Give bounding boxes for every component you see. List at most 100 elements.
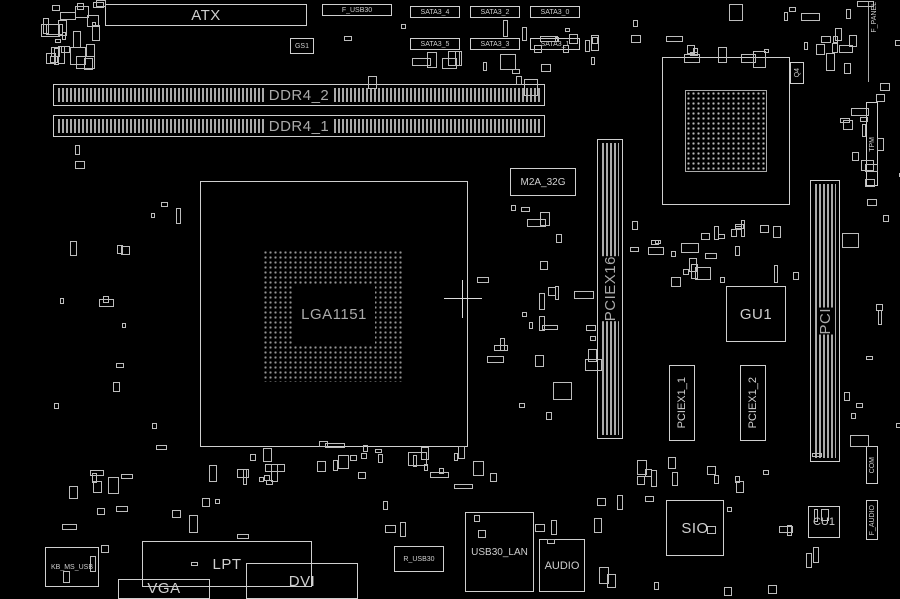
cpu-socket: LGA1151 xyxy=(200,181,468,447)
smd-pad xyxy=(555,233,562,243)
smd-pad xyxy=(665,35,684,43)
smd-pad xyxy=(529,321,534,330)
pciex1-2-slot: PCIEX1_2 xyxy=(740,365,766,441)
smd-pad xyxy=(670,276,681,288)
smd-pad xyxy=(54,403,59,409)
smd-pad xyxy=(705,252,718,260)
smd-pad xyxy=(812,546,820,563)
smd-pad xyxy=(719,276,726,284)
smd-pad xyxy=(683,269,690,276)
smd-pad xyxy=(236,469,249,478)
smd-pad xyxy=(412,58,432,67)
smd-pad xyxy=(562,45,569,53)
smd-pad xyxy=(783,12,788,21)
smd-pad xyxy=(542,324,558,331)
smd-pad xyxy=(92,472,97,483)
smd-pad xyxy=(316,461,326,472)
smd-pad xyxy=(263,448,272,462)
smd-pad xyxy=(713,474,720,484)
smd-pad xyxy=(499,54,516,70)
smd-pad xyxy=(442,58,457,69)
smd-pad xyxy=(176,207,181,224)
smd-pad xyxy=(862,123,867,137)
pciex1-1-label: PCIEX1_1 xyxy=(676,377,688,429)
smd-pad xyxy=(116,362,124,368)
smd-pad xyxy=(713,225,719,241)
smd-pad xyxy=(741,220,746,238)
smd-pad xyxy=(189,514,198,533)
smd-pad xyxy=(671,471,678,486)
smd-pad xyxy=(534,524,545,533)
smd-pad xyxy=(208,464,217,483)
smd-pad xyxy=(546,412,552,420)
smd-pad xyxy=(476,277,489,283)
vga-connector: VGA xyxy=(118,579,210,599)
smd-pad xyxy=(338,454,349,470)
smd-pad xyxy=(671,251,677,257)
smd-pad xyxy=(894,40,900,46)
smd-pad xyxy=(787,525,793,536)
smd-pad xyxy=(540,211,551,226)
smd-pad xyxy=(538,292,545,310)
smd-pad xyxy=(686,45,696,54)
smd-pad xyxy=(96,0,106,7)
smd-pad xyxy=(846,9,851,20)
smd-pad xyxy=(502,20,508,38)
smd-pad xyxy=(631,34,641,44)
smd-pad xyxy=(637,460,647,476)
f-usb30-header: F_USB30 xyxy=(322,4,392,16)
smd-pad xyxy=(63,570,70,584)
smd-pad xyxy=(45,24,64,35)
smd-pad xyxy=(539,261,549,270)
smd-pad xyxy=(585,39,591,53)
sata-port-0: SATA3_0 xyxy=(530,6,580,18)
smd-pad xyxy=(86,43,95,57)
kb-ms-usb-label: KB_MS_USB xyxy=(50,563,94,571)
smd-pad xyxy=(688,257,698,272)
smd-pad xyxy=(70,47,87,65)
smd-pad xyxy=(816,44,826,55)
smd-pad xyxy=(249,453,256,461)
smd-pad xyxy=(215,499,221,504)
sata-port-3: SATA3_3 xyxy=(470,38,520,50)
smd-pad xyxy=(375,449,383,454)
smd-pad xyxy=(75,5,90,19)
sata-label: SATA3_4 xyxy=(420,8,450,16)
smd-pad xyxy=(788,6,797,13)
smd-pad xyxy=(596,498,607,506)
ddr4-2-slot: DDR4_2 xyxy=(53,84,545,106)
m2-label: M2A_32G xyxy=(520,176,566,188)
smd-pad xyxy=(454,50,461,66)
smd-pad xyxy=(565,27,571,32)
smd-pad xyxy=(632,20,638,27)
smd-pad xyxy=(584,358,603,372)
smd-pad xyxy=(855,402,863,409)
smd-pad xyxy=(378,453,384,463)
smd-pad xyxy=(97,508,105,515)
pciex1-1-slot: PCIEX1_1 xyxy=(669,365,695,441)
smd-pad xyxy=(318,440,328,447)
com-header: COM xyxy=(866,446,878,484)
smd-pad xyxy=(112,381,120,392)
smd-pad xyxy=(333,460,339,471)
smd-pad xyxy=(650,470,658,488)
smd-pad xyxy=(519,402,526,408)
smd-pad xyxy=(606,573,617,589)
dvi-connector: DVI xyxy=(246,563,358,599)
sata-port-2: SATA3_2 xyxy=(470,6,520,18)
sata-label: SATA3_3 xyxy=(480,40,510,48)
smd-pad xyxy=(734,223,745,230)
smd-pad xyxy=(811,453,822,458)
smd-pad xyxy=(681,243,699,254)
smd-pad xyxy=(86,15,100,28)
smd-pad xyxy=(54,39,62,44)
smd-pad xyxy=(540,64,551,73)
pci-label: PCI xyxy=(816,307,834,335)
smd-pad xyxy=(438,468,444,475)
smd-pad xyxy=(161,201,169,207)
smd-pad xyxy=(821,36,831,44)
ddr4-1-slot: DDR4_1 xyxy=(53,115,545,137)
smd-pad xyxy=(515,75,523,86)
smd-pad xyxy=(75,56,95,69)
smd-pad xyxy=(74,145,81,155)
